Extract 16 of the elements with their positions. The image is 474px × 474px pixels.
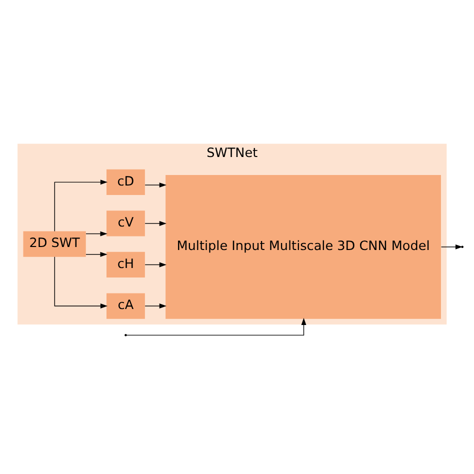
arrow xyxy=(144,182,166,188)
arrow xyxy=(85,252,107,257)
node-box: cH xyxy=(106,252,144,278)
node-box: cA xyxy=(106,293,144,319)
arrow xyxy=(126,318,306,336)
arrow xyxy=(54,180,108,232)
arrow xyxy=(144,304,166,308)
arrow xyxy=(144,220,166,226)
arrow xyxy=(144,262,166,268)
node-box: Multiple Input Multiscale 3D CNN Model xyxy=(165,175,440,319)
arrow xyxy=(85,231,107,236)
node-box: cV xyxy=(106,210,144,236)
arrow xyxy=(440,244,462,250)
node-box: 2D SWT xyxy=(22,231,86,257)
arrow xyxy=(54,256,108,308)
node-box: cD xyxy=(106,169,144,195)
